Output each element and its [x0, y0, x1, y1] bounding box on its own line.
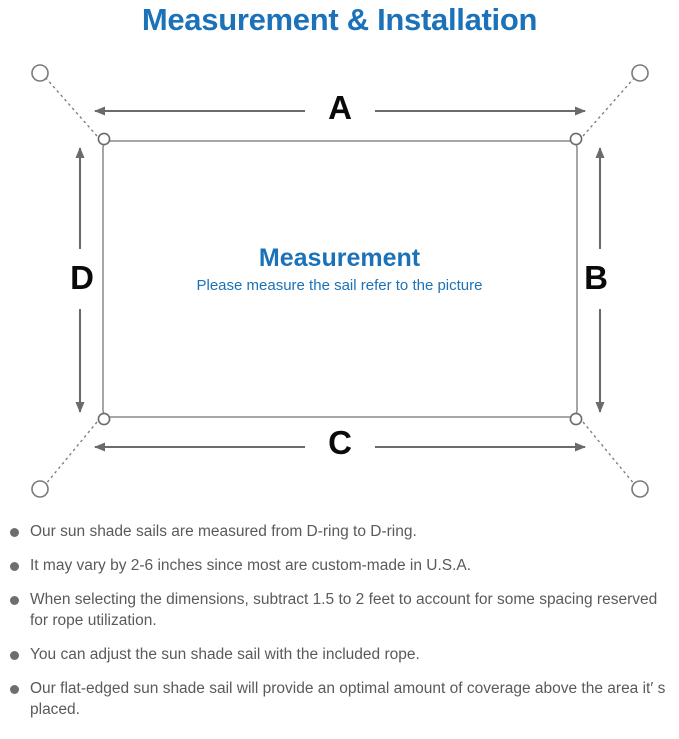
measurement-diagram: Measurement Please measure the sail refe… [0, 44, 679, 514]
dimension-label-c: C [328, 424, 352, 461]
list-item-text: Our sun shade sails are measured from D-… [30, 523, 417, 540]
list-item: Our flat-edged sun shade sail will provi… [0, 678, 679, 720]
anchor-point-bottom-right [631, 480, 649, 498]
dimension-label-b: B [584, 259, 608, 296]
rope-top-left [44, 76, 98, 137]
rope-lines [44, 76, 636, 486]
d-ring-top-right [569, 132, 583, 146]
bullet-icon [10, 528, 19, 537]
anchor-point-top-left [31, 64, 49, 82]
d-ring-bottom-left [97, 412, 111, 426]
d-ring-top-left [97, 132, 111, 146]
sail-body [102, 140, 578, 418]
bullet-icon [10, 562, 19, 571]
page-title: Measurement & Installation [141, 2, 538, 37]
d-ring-bottom-right [569, 412, 583, 426]
rope-bottom-right [582, 421, 636, 486]
list-item-text: It may vary by 2-6 inches since most are… [30, 557, 472, 574]
list-item: It may vary by 2-6 inches since most are… [0, 555, 679, 576]
rope-top-right [582, 76, 636, 137]
list-item-text: You can adjust the sun shade sail with t… [30, 646, 420, 663]
d-rings [97, 132, 583, 426]
list-item: You can adjust the sun shade sail with t… [0, 644, 679, 665]
bullet-icon [10, 651, 19, 660]
rope-bottom-left [44, 421, 98, 486]
diagram-canvas [31, 64, 649, 498]
list-item-text: When selecting the dimensions, subtract … [30, 591, 658, 629]
anchor-point-bottom-left [31, 480, 49, 498]
dimension-label-d: D [70, 259, 94, 296]
list-item-text: Our flat-edged sun shade sail will provi… [30, 680, 666, 718]
anchor-point-top-right [631, 64, 649, 82]
list-item: Our sun shade sails are measured from D-… [0, 521, 679, 542]
dimension-label-a: A [328, 89, 352, 126]
anchor-points [31, 64, 649, 498]
bullet-icon [10, 596, 19, 605]
bullet-icon [10, 685, 19, 694]
list-item: When selecting the dimensions, subtract … [0, 589, 679, 631]
notes-list: Our sun shade sails are measured from D-… [0, 521, 679, 733]
